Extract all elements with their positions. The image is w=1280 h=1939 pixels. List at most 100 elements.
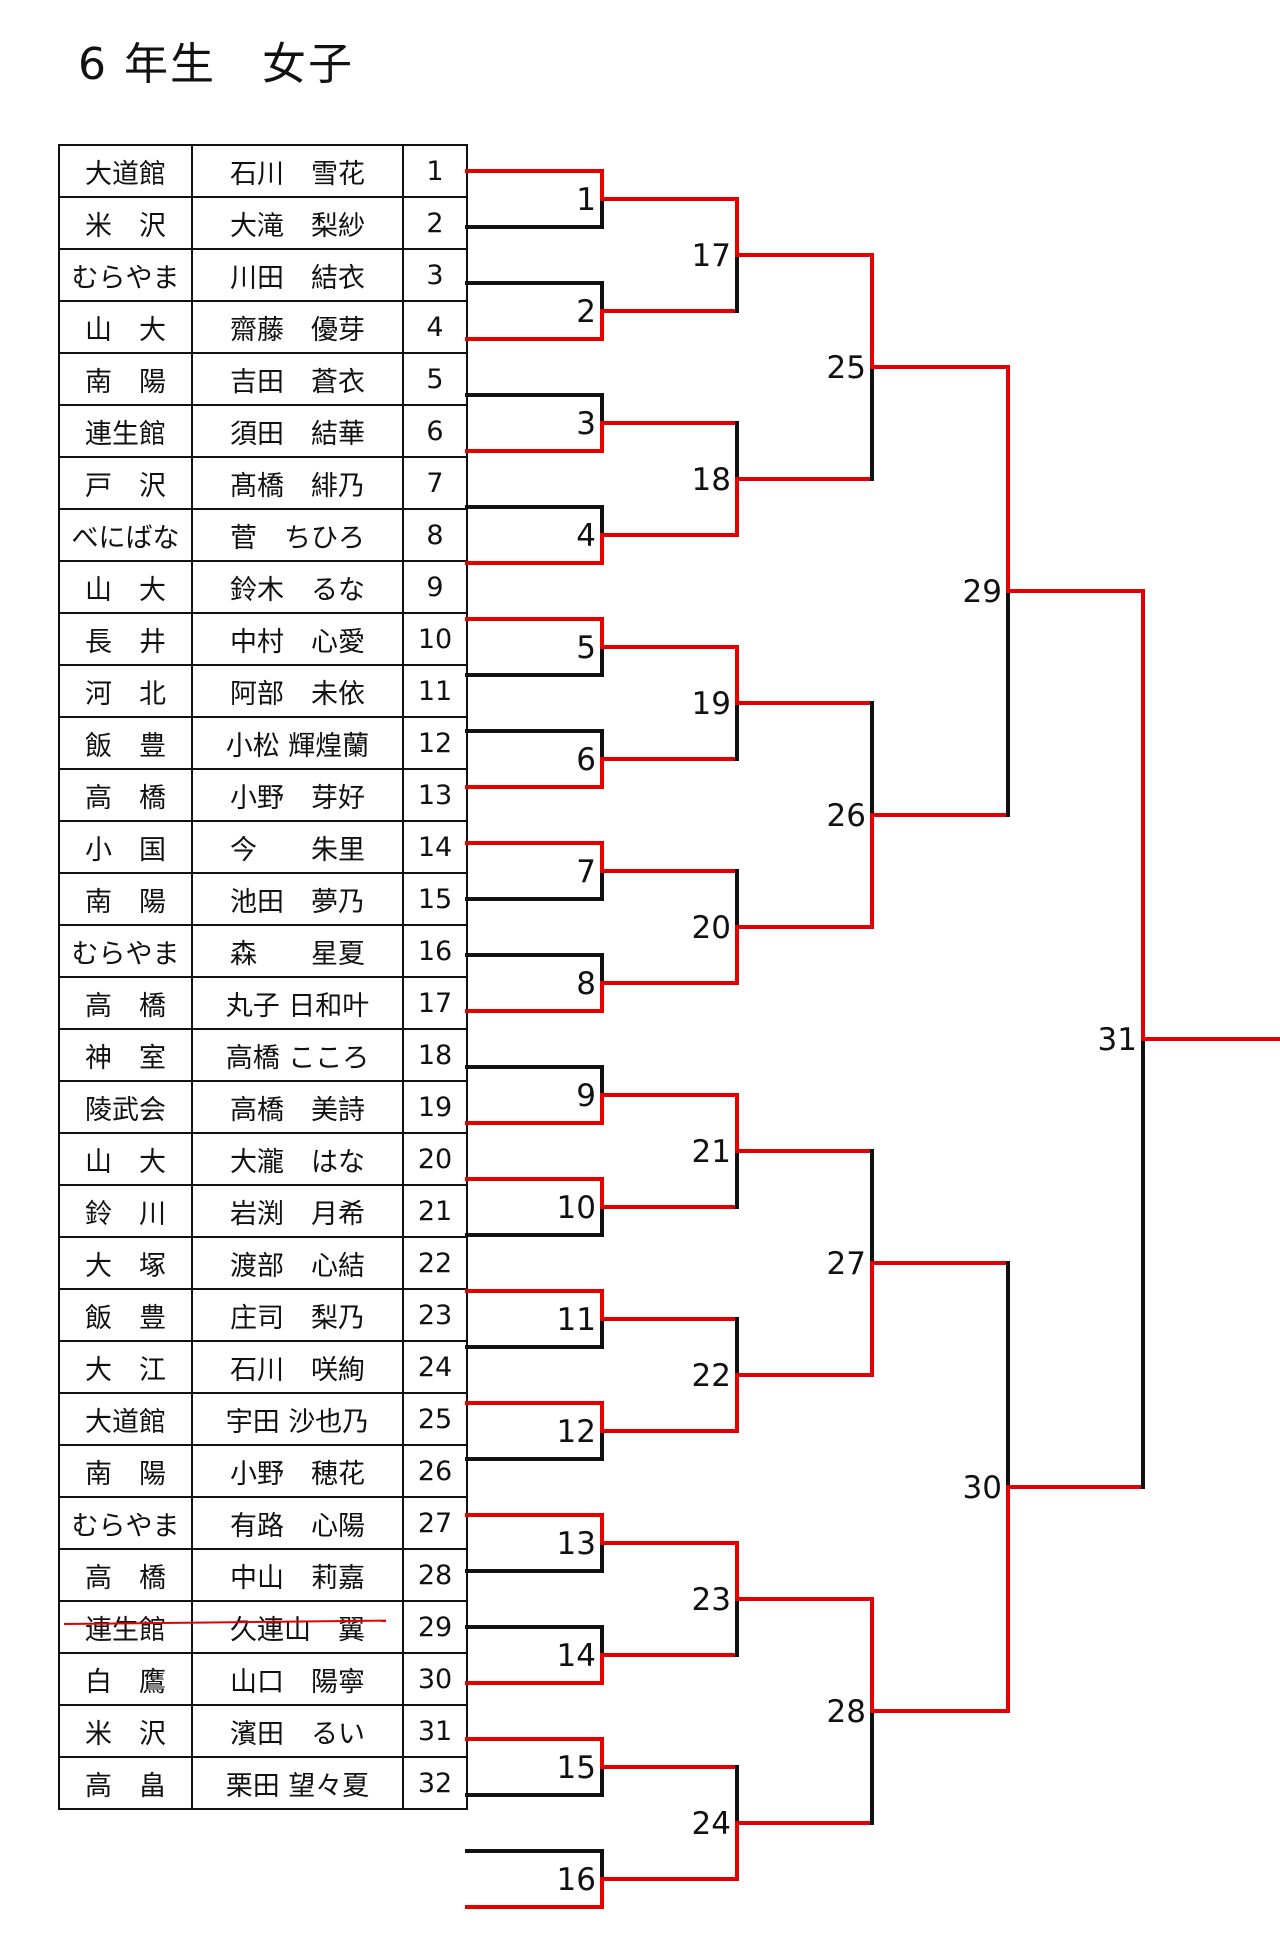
match-number: 4 (576, 518, 596, 554)
team-cell: 高 橋 (58, 1548, 193, 1602)
team-cell: 高 橋 (58, 768, 193, 822)
team-cell: 南 陽 (58, 352, 193, 406)
seed-number-cell: 15 (402, 872, 468, 926)
seed-number-cell: 31 (402, 1704, 468, 1758)
seed-number-cell: 32 (402, 1756, 468, 1810)
page-title: 6 年生 女子 (78, 39, 354, 90)
match-number: 17 (692, 238, 731, 274)
seed-number-cell: 1 (402, 144, 468, 198)
seed-number-cell: 3 (402, 248, 468, 302)
team-cell: 神 室 (58, 1028, 193, 1082)
team-cell: 大道館 (58, 1392, 193, 1446)
match-number: 7 (576, 854, 596, 890)
player-name-cell: 須田 結華 (191, 404, 404, 458)
seed-number-cell: 7 (402, 456, 468, 510)
match-number: 27 (827, 1246, 866, 1282)
team-cell: むらやま (58, 248, 193, 302)
match-number: 22 (692, 1358, 731, 1394)
seed-number-cell: 27 (402, 1496, 468, 1550)
team-cell: 大道館 (58, 144, 193, 198)
team-cell: 連生館 (58, 404, 193, 458)
match-number: 11 (557, 1302, 596, 1338)
match-number: 23 (692, 1582, 731, 1618)
team-cell: 山 大 (58, 560, 193, 614)
player-name-cell: 宇田 沙也乃 (191, 1392, 404, 1446)
seed-number-cell: 26 (402, 1444, 468, 1498)
team-cell: 飯 豊 (58, 1288, 193, 1342)
match-number: 18 (692, 462, 731, 498)
player-name-cell: 今 朱里 (191, 820, 404, 874)
seed-number-cell: 11 (402, 664, 468, 718)
match-number: 31 (1098, 1022, 1137, 1058)
team-cell: 南 陽 (58, 872, 193, 926)
player-name-cell: 栗田 望々夏 (191, 1756, 404, 1810)
player-name-cell: 石川 雪花 (191, 144, 404, 198)
player-name-cell: 渡部 心結 (191, 1236, 404, 1290)
player-name-cell: 有路 心陽 (191, 1496, 404, 1550)
player-name-cell: 岩渕 月希 (191, 1184, 404, 1238)
match-number: 21 (692, 1134, 731, 1170)
player-name-cell: 川田 結衣 (191, 248, 404, 302)
seed-number-cell: 14 (402, 820, 468, 874)
player-name-cell: 鈴木 るな (191, 560, 404, 614)
player-name-cell: 菅 ちひろ (191, 508, 404, 562)
seed-number-cell: 2 (402, 196, 468, 250)
match-number: 28 (827, 1694, 866, 1730)
seed-number-cell: 20 (402, 1132, 468, 1186)
team-cell: むらやま (58, 1496, 193, 1550)
team-cell: 長 井 (58, 612, 193, 666)
player-name-cell: 高橋 美詩 (191, 1080, 404, 1134)
player-name-cell: 高橋 こころ (191, 1028, 404, 1082)
player-name-cell: 吉田 蒼衣 (191, 352, 404, 406)
seed-number-cell: 25 (402, 1392, 468, 1446)
seed-number-cell: 9 (402, 560, 468, 614)
team-cell: 高 橋 (58, 976, 193, 1030)
seed-number-cell: 17 (402, 976, 468, 1030)
team-cell: 南 陽 (58, 1444, 193, 1498)
player-name-cell: 中山 莉嘉 (191, 1548, 404, 1602)
team-cell: むらやま (58, 924, 193, 978)
match-number: 29 (963, 574, 1002, 610)
match-number: 16 (557, 1862, 596, 1898)
player-name-cell: 石川 咲絢 (191, 1340, 404, 1394)
player-name-cell: 中村 心愛 (191, 612, 404, 666)
seed-number-cell: 12 (402, 716, 468, 770)
player-name-cell: 濱田 るい (191, 1704, 404, 1758)
player-name-cell: 丸子 日和叶 (191, 976, 404, 1030)
team-cell: 飯 豊 (58, 716, 193, 770)
player-name-cell: 大滝 梨紗 (191, 196, 404, 250)
match-number: 5 (576, 630, 596, 666)
team-cell: 米 沢 (58, 1704, 193, 1758)
seed-number-cell: 16 (402, 924, 468, 978)
team-cell: 白 鷹 (58, 1652, 193, 1706)
match-number: 25 (827, 350, 866, 386)
team-cell: 小 国 (58, 820, 193, 874)
match-number: 24 (692, 1806, 731, 1842)
match-number: 26 (827, 798, 866, 834)
player-name-cell: 小野 芽好 (191, 768, 404, 822)
seed-number-cell: 22 (402, 1236, 468, 1290)
match-number: 6 (576, 742, 596, 778)
seed-number-cell: 30 (402, 1652, 468, 1706)
player-name-cell: 髙橋 緋乃 (191, 456, 404, 510)
